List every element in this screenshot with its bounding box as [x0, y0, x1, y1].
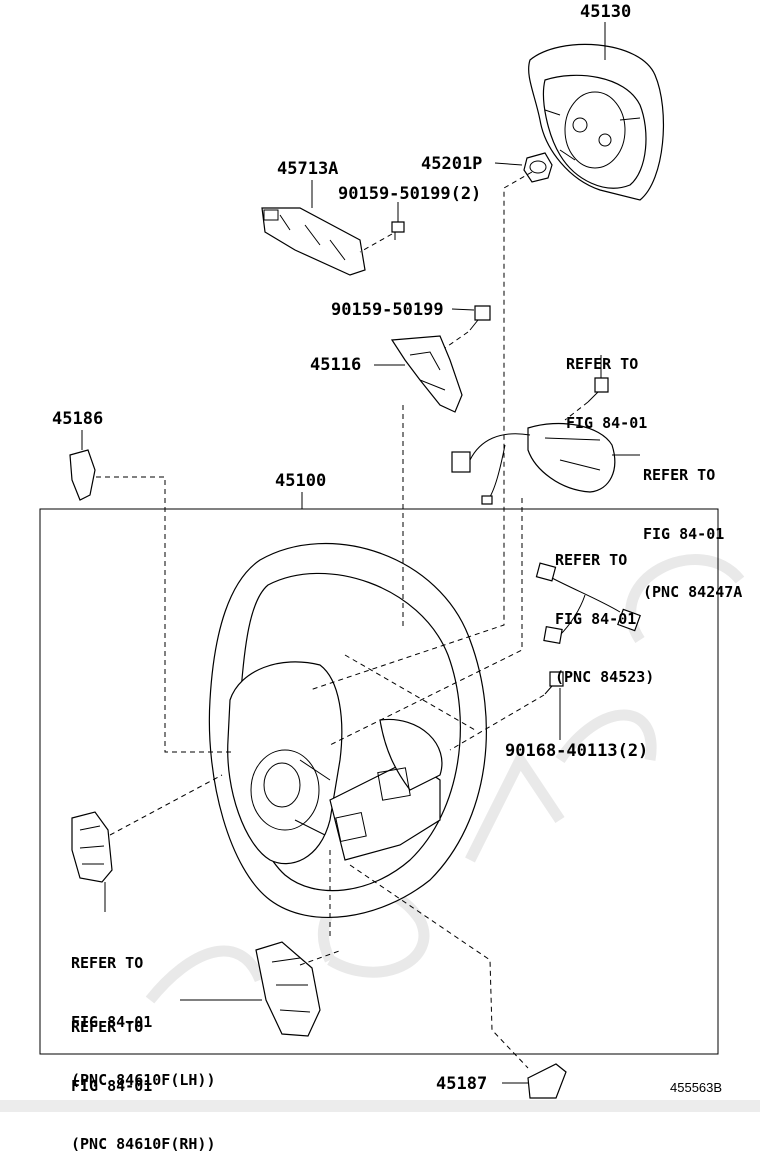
switch-rh — [255, 941, 321, 1037]
steering-wheel-45100 — [208, 542, 487, 918]
screw-90159-2 — [391, 221, 405, 240]
refer-note-e-line-1: REFER TO — [71, 1018, 144, 1036]
refer-note-b-line-3: (PNC 84247A — [643, 583, 743, 601]
switch-lh — [71, 811, 113, 883]
refer-note-b-line-1: REFER TO — [643, 466, 716, 484]
cover-45187 — [527, 1063, 567, 1099]
screw-90168 — [544, 671, 564, 695]
nut-45201p — [523, 152, 553, 183]
refer-note-e: REFER TO FIG 84-01 (PNC 84610F(RH)) — [71, 979, 216, 1174]
refer-note-e-line-3: (PNC 84610F(RH)) — [71, 1135, 216, 1153]
refer-note-a-line-2: FIG 84-01 — [566, 413, 648, 432]
spiral-cable — [451, 422, 616, 505]
footer-band — [0, 1100, 760, 1112]
figure-id: 455563B — [670, 1080, 723, 1095]
refer-note-e-line-2: FIG 84-01 — [71, 1076, 153, 1095]
refer-note-c-line-3: (PNC 84523) — [555, 668, 655, 686]
label-45100: 45100 — [275, 471, 327, 491]
bracket-45713a — [261, 207, 366, 276]
refer-note-a: REFER TO FIG 84-01 — [566, 316, 647, 453]
screw-ref-a — [587, 377, 609, 403]
refer-note-b: REFER TO FIG 84-01 (PNC 84247A — [643, 427, 742, 622]
refer-note-a-line-1: REFER TO — [566, 355, 639, 373]
label-45130: 45130 — [580, 2, 632, 22]
parts-diagram — [39, 22, 745, 1099]
refer-note-c-line-1: REFER TO — [555, 551, 628, 569]
airbag-45130 — [528, 43, 664, 201]
label-45201p: 45201P — [421, 154, 483, 174]
refer-note-d-line-2: FIG 84-01 — [71, 1012, 153, 1031]
refer-note-c-line-2: FIG 84-01 — [555, 609, 637, 628]
label-45186: 45186 — [52, 409, 104, 429]
label-45187: 45187 — [436, 1074, 488, 1094]
assembly-lines — [96, 171, 533, 1069]
label-90159-50199: 90159-50199 — [331, 300, 444, 320]
label-90168-40113-2: 90168-40113(2) — [505, 741, 649, 761]
cover-45186 — [69, 449, 96, 501]
label-45713a: 45713A — [277, 159, 339, 179]
refer-note-d: REFER TO FIG 84-01 (PNC 84610F(LH)) — [71, 915, 216, 1110]
refer-note-d-line-3: (PNC 84610F(LH)) — [71, 1071, 216, 1089]
refer-note-c: REFER TO FIG 84-01 (PNC 84523) — [555, 512, 654, 707]
label-45116: 45116 — [310, 355, 362, 375]
cover-45116 — [390, 335, 463, 413]
leader-45201p — [494, 162, 523, 166]
assembly-frame — [39, 508, 719, 1055]
screw-90159 — [469, 305, 491, 331]
wire-harness — [535, 562, 641, 644]
label-90159-50199-2: 90159-50199(2) — [338, 184, 482, 204]
refer-note-b-line-2: FIG 84-01 — [643, 524, 725, 543]
leader-90159 — [451, 308, 475, 311]
refer-note-d-line-1: REFER TO — [71, 954, 144, 972]
